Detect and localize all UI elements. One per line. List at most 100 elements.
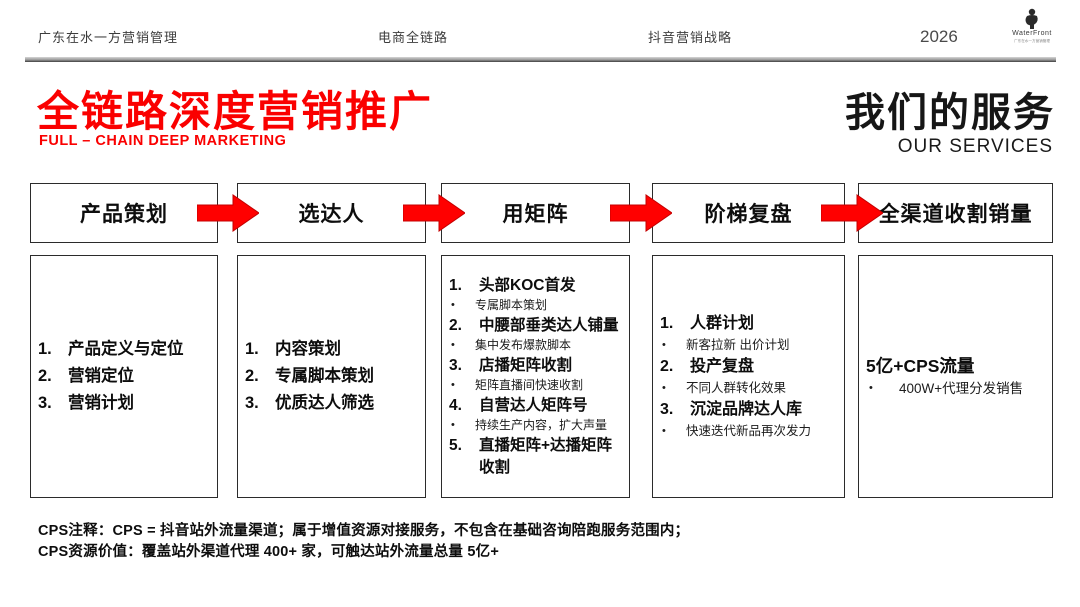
list-item-number: 2. (660, 358, 674, 375)
list-item-detail-text: 持续生产内容，扩大声量 (475, 418, 608, 432)
stage-header-box-1: 选达人 (237, 183, 426, 243)
bullet-icon: • (451, 419, 455, 431)
list-item-title: 中腰部垂类达人铺量 (479, 317, 619, 334)
list-item: 3. 优质达人筛选 (245, 390, 421, 417)
footnote-cps-note: CPS注释：CPS = 抖音站外流量渠道；属于增值资源对接服务，不包含在基础咨询… (38, 523, 690, 539)
bullet-icon: • (662, 425, 666, 437)
bullet-icon: • (662, 339, 666, 351)
flow-arrow-icon (820, 194, 884, 232)
list-item: 2. 营销定位 (38, 363, 213, 390)
header-center-text: 电商全链路 (378, 30, 449, 45)
list-item: 5. 直播矩阵+达播矩阵收割 (449, 435, 625, 479)
list-item: 4. 自营达人矩阵号 (449, 395, 625, 417)
bullet-icon: • (451, 299, 455, 311)
logo-figure-icon (1025, 8, 1038, 29)
list-item: 1. 头部KOC首发 (449, 275, 625, 297)
bullet-icon: • (451, 379, 455, 391)
stage-header-label: 产品策划 (80, 203, 168, 226)
flow-arrow-icon (196, 194, 260, 232)
list-item-number: 4. (449, 397, 462, 414)
list-item-number: 3. (38, 394, 52, 412)
flow-arrow-icon (402, 194, 466, 232)
bullet-icon: • (451, 339, 455, 351)
list-item-detail-text: 专属脚本策划 (475, 298, 548, 312)
stage-header-box-4: 全渠道收割销量 (858, 183, 1053, 243)
list-item-detail: • 不同人群转化效果 (660, 379, 840, 398)
list-item-detail-text: 400W+代理分发销售 (899, 381, 1024, 396)
stage-content-box-2: 1. 头部KOC首发 • 专属脚本策划 2. 中腰部垂类达人铺量 • 集中发布爆款脚本 3. 店播… (441, 255, 630, 498)
list-item: 2. 投产复盘 (660, 355, 840, 379)
logo-subtext: 广东在水一方营销管理 (1014, 38, 1050, 43)
bullet-icon: • (869, 382, 873, 394)
header-company-text: 广东在水一方营销管理 (38, 30, 179, 45)
bullet-icon: • (662, 382, 666, 394)
list-item-title: 5亿+CPS流量 (866, 356, 975, 376)
list-item-title: 内容策划 (275, 340, 341, 358)
stage-header-box-3: 阶梯复盘 (652, 183, 845, 243)
list-item-title: 营销定位 (68, 367, 134, 385)
page-title-en: FULL – CHAIN DEEP MARKETING (39, 133, 287, 149)
list-item-title: 人群计划 (690, 315, 755, 332)
company-logo: WaterFront 广东在水一方营销管理 (1006, 8, 1058, 43)
list-item: 1. 产品定义与定位 (38, 336, 213, 363)
stage-header-label: 阶梯复盘 (704, 203, 793, 226)
list-item: 3. 沉淀品牌达人库 (660, 398, 840, 422)
footnote-cps-value: CPS资源价值：覆盖站外渠道代理 400+ 家，可触达站外流量总量 5亿+ (38, 544, 499, 560)
list-item-title: 直播矩阵+达播矩阵收割 (479, 437, 613, 476)
list-item-number: 1. (449, 277, 462, 294)
header-divider (25, 57, 1056, 62)
list-item: 1. 人群计划 (660, 312, 840, 336)
list-item-title: 专属脚本策划 (275, 367, 374, 385)
list-item-number: 2. (449, 317, 462, 334)
page-title: 全链路深度营销推广 (37, 88, 434, 135)
list-item-detail: • 专属脚本策划 (449, 297, 625, 314)
stage-header-label: 选达人 (298, 203, 365, 226)
list-item: 2. 中腰部垂类达人铺量 (449, 315, 625, 337)
services-title-en: OUR SERVICES (897, 136, 1053, 157)
list-item-title: 优质达人筛选 (275, 394, 374, 412)
stage-header-box-2: 用矩阵 (441, 183, 630, 243)
list-item: 2. 专属脚本策划 (245, 363, 421, 390)
list-item-title: 投产复盘 (690, 358, 755, 375)
list-item-detail: • 集中发布爆款脚本 (449, 337, 625, 354)
list-item-number: 1. (660, 315, 674, 332)
list-item-detail-text: 集中发布爆款脚本 (475, 338, 572, 352)
list-item-title: 产品定义与定位 (68, 340, 184, 358)
list-item: 5亿+CPS流量 (866, 354, 1048, 378)
stage-header-label: 全渠道收割销量 (878, 203, 1033, 226)
list-item-title: 自营达人矩阵号 (479, 397, 588, 414)
flow-arrow-icon (609, 194, 673, 232)
list-item-detail: • 新客拉新 出价计划 (660, 336, 840, 355)
stage-content-box-1: 1. 内容策划 2. 专属脚本策划 3. 优质达人筛选 (237, 255, 426, 498)
list-item-number: 1. (245, 340, 259, 358)
stage-header-box-0: 产品策划 (30, 183, 218, 243)
list-item-number: 2. (245, 367, 259, 385)
list-item-number: 3. (449, 357, 462, 374)
stage-content-box-3: 1. 人群计划 • 新客拉新 出价计划 2. 投产复盘 • 不同人群转化效果 3. 沉淀品牌达人库… (652, 255, 845, 498)
list-item-detail: • 持续生产内容，扩大声量 (449, 417, 625, 434)
list-item-number: 3. (660, 401, 674, 418)
list-item-number: 2. (38, 367, 52, 385)
list-item-detail-text: 不同人群转化效果 (686, 381, 787, 395)
list-item-detail: • 400W+代理分发销售 (866, 378, 1048, 399)
list-item-detail-text: 快速迭代新品再次发力 (686, 424, 812, 438)
list-item: 1. 内容策划 (245, 336, 421, 363)
list-item-title: 头部KOC首发 (479, 277, 576, 294)
list-item-detail-text: 矩阵直播间快速收割 (475, 378, 584, 392)
logo-text: WaterFront (1012, 30, 1052, 37)
list-item-detail: • 快速迭代新品再次发力 (660, 422, 840, 441)
header-right-text: 抖音营销战略 (648, 30, 733, 45)
list-item: 3. 店播矩阵收割 (449, 355, 625, 377)
list-item-number: 3. (245, 394, 259, 412)
services-title: 我们的服务 (845, 91, 1055, 135)
list-item-title: 营销计划 (68, 394, 134, 412)
stage-content-box-4: 5亿+CPS流量 • 400W+代理分发销售 (858, 255, 1053, 498)
stage-header-label: 用矩阵 (502, 203, 569, 226)
stage-content-box-0: 1. 产品定义与定位 2. 营销定位 3. 营销计划 (30, 255, 218, 498)
list-item-number: 1. (38, 340, 52, 358)
list-item-title: 店播矩阵收割 (479, 357, 573, 374)
list-item-number: 5. (449, 437, 462, 454)
list-item-detail-text: 新客拉新 出价计划 (686, 338, 790, 352)
list-item-title: 沉淀品牌达人库 (690, 401, 803, 418)
